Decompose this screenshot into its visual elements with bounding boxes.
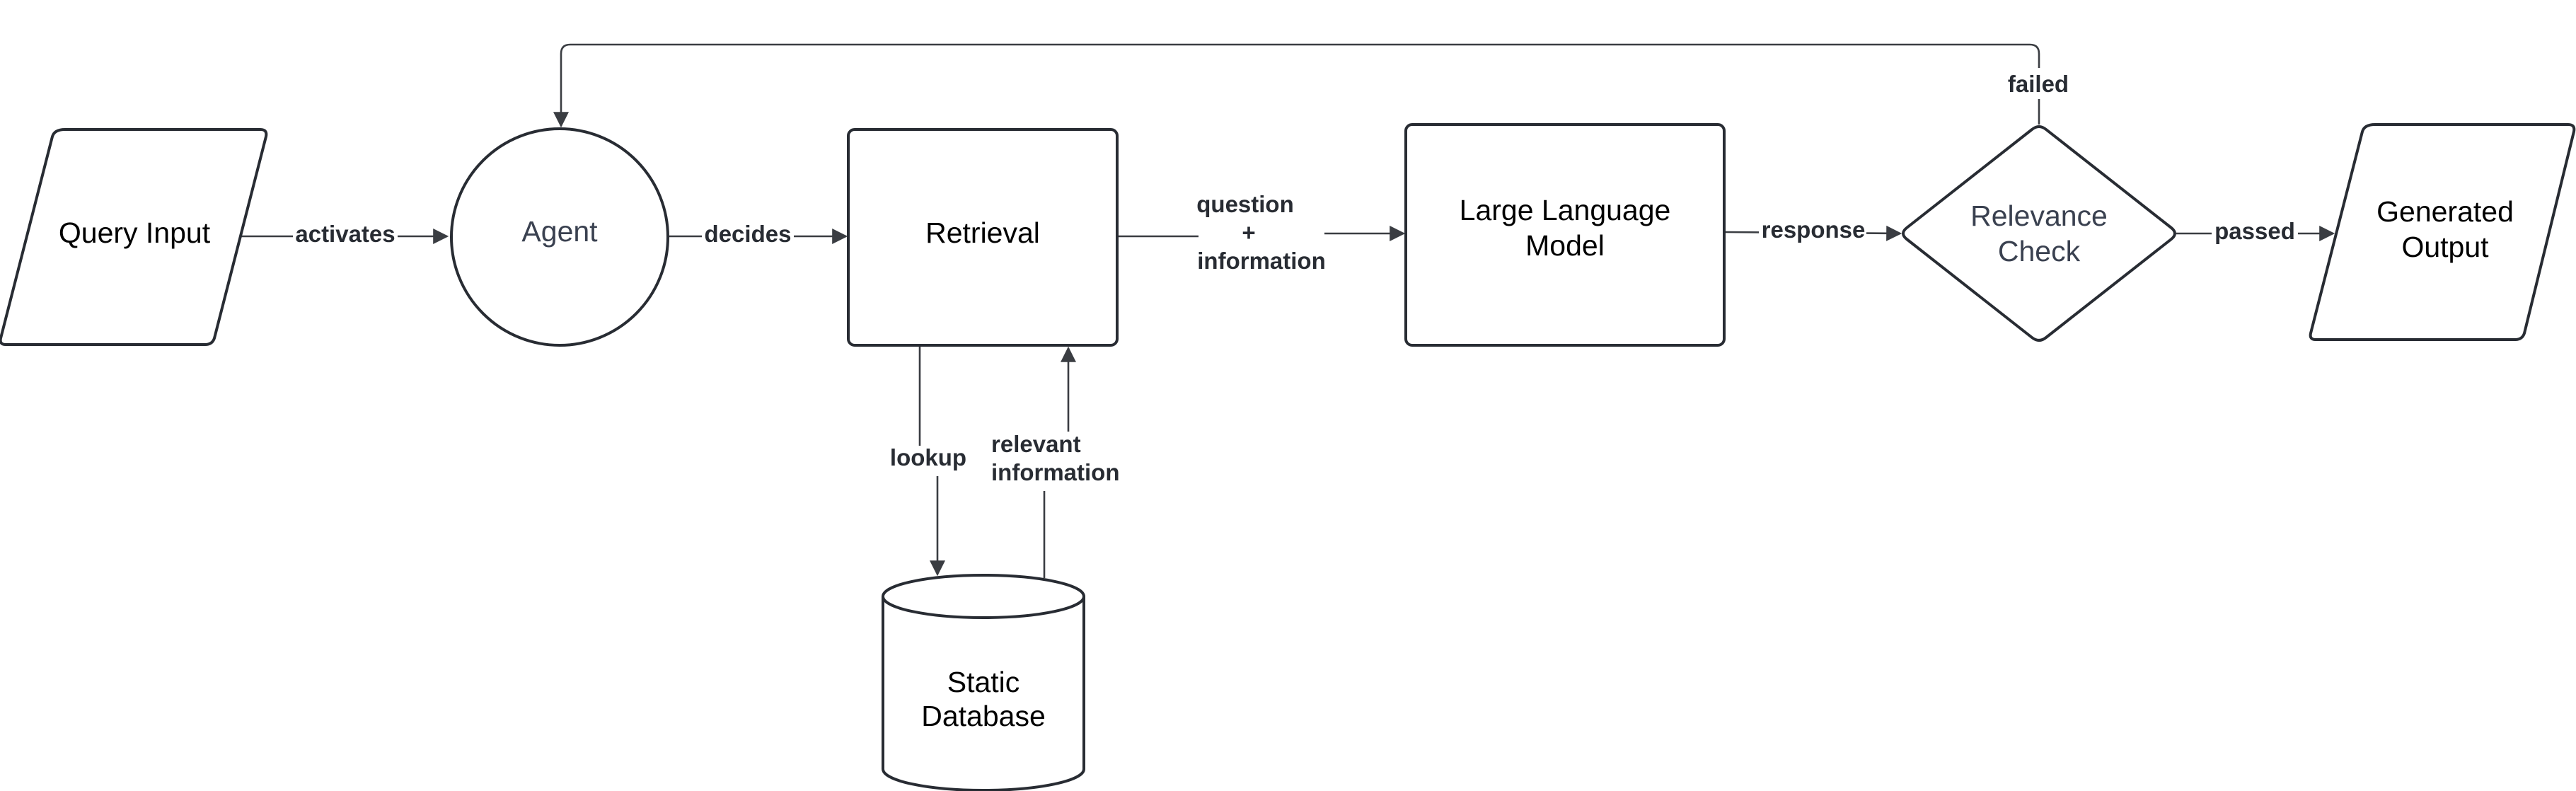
static-database-label-line2: Database bbox=[921, 700, 1046, 732]
edge-response: response bbox=[1759, 216, 1866, 245]
edge-relevant-information-line bbox=[1043, 348, 1068, 578]
node-agent: Agent bbox=[450, 127, 669, 347]
node-generated-output: Generated Output bbox=[2309, 123, 2576, 341]
node-static-database: Static Database bbox=[882, 574, 1085, 791]
edge-label-lookup: lookup bbox=[890, 444, 966, 470]
node-relevance-check: Relevance Check bbox=[1902, 125, 2176, 342]
relevance-check-label-line2: Check bbox=[1998, 235, 2081, 267]
llm-label-line1: Large Language bbox=[1460, 194, 1671, 226]
node-query-input: Query Input bbox=[0, 128, 268, 346]
edge-label-plus: + bbox=[1242, 219, 1255, 246]
agent-label: Agent bbox=[521, 215, 598, 248]
node-retrieval: Retrieval bbox=[847, 128, 1119, 347]
edge-label-information: information bbox=[1197, 248, 1325, 274]
edge-label-passed: passed bbox=[2214, 218, 2295, 244]
edge-label-failed: failed bbox=[2008, 71, 2069, 97]
generated-output-label-line2: Output bbox=[2401, 231, 2489, 263]
edge-label-question: question bbox=[1196, 191, 1294, 217]
generated-output-label-line1: Generated bbox=[2376, 195, 2514, 228]
edge-lookup-line bbox=[918, 346, 937, 575]
llm-label-line2: Model bbox=[1525, 229, 1605, 262]
edge-label-relevant: relevant bbox=[991, 431, 1081, 457]
edge-lookup: lookup bbox=[890, 444, 966, 470]
edge-question-information: question + information bbox=[1196, 191, 1325, 274]
node-llm: Large Language Model bbox=[1404, 123, 1726, 347]
edge-decides: decides bbox=[702, 221, 794, 249]
edge-relevant-information: relevant information bbox=[991, 431, 1119, 485]
static-database-label-line1: Static bbox=[947, 666, 1020, 698]
relevance-check-label-line1: Relevance bbox=[1970, 200, 2108, 232]
retrieval-label: Retrieval bbox=[925, 216, 1040, 249]
edge-label-activates: activates bbox=[295, 221, 395, 247]
query-input-label: Query Input bbox=[59, 216, 211, 249]
edge-failed: failed bbox=[1999, 68, 2079, 99]
edge-label-decides: decides bbox=[705, 221, 792, 247]
edge-activates: activates bbox=[293, 221, 398, 249]
edge-label-response: response bbox=[1762, 216, 1866, 243]
edge-failed-line bbox=[553, 43, 2040, 128]
edge-passed: passed bbox=[2212, 218, 2298, 246]
edge-label-relevant-information: information bbox=[991, 459, 1119, 485]
